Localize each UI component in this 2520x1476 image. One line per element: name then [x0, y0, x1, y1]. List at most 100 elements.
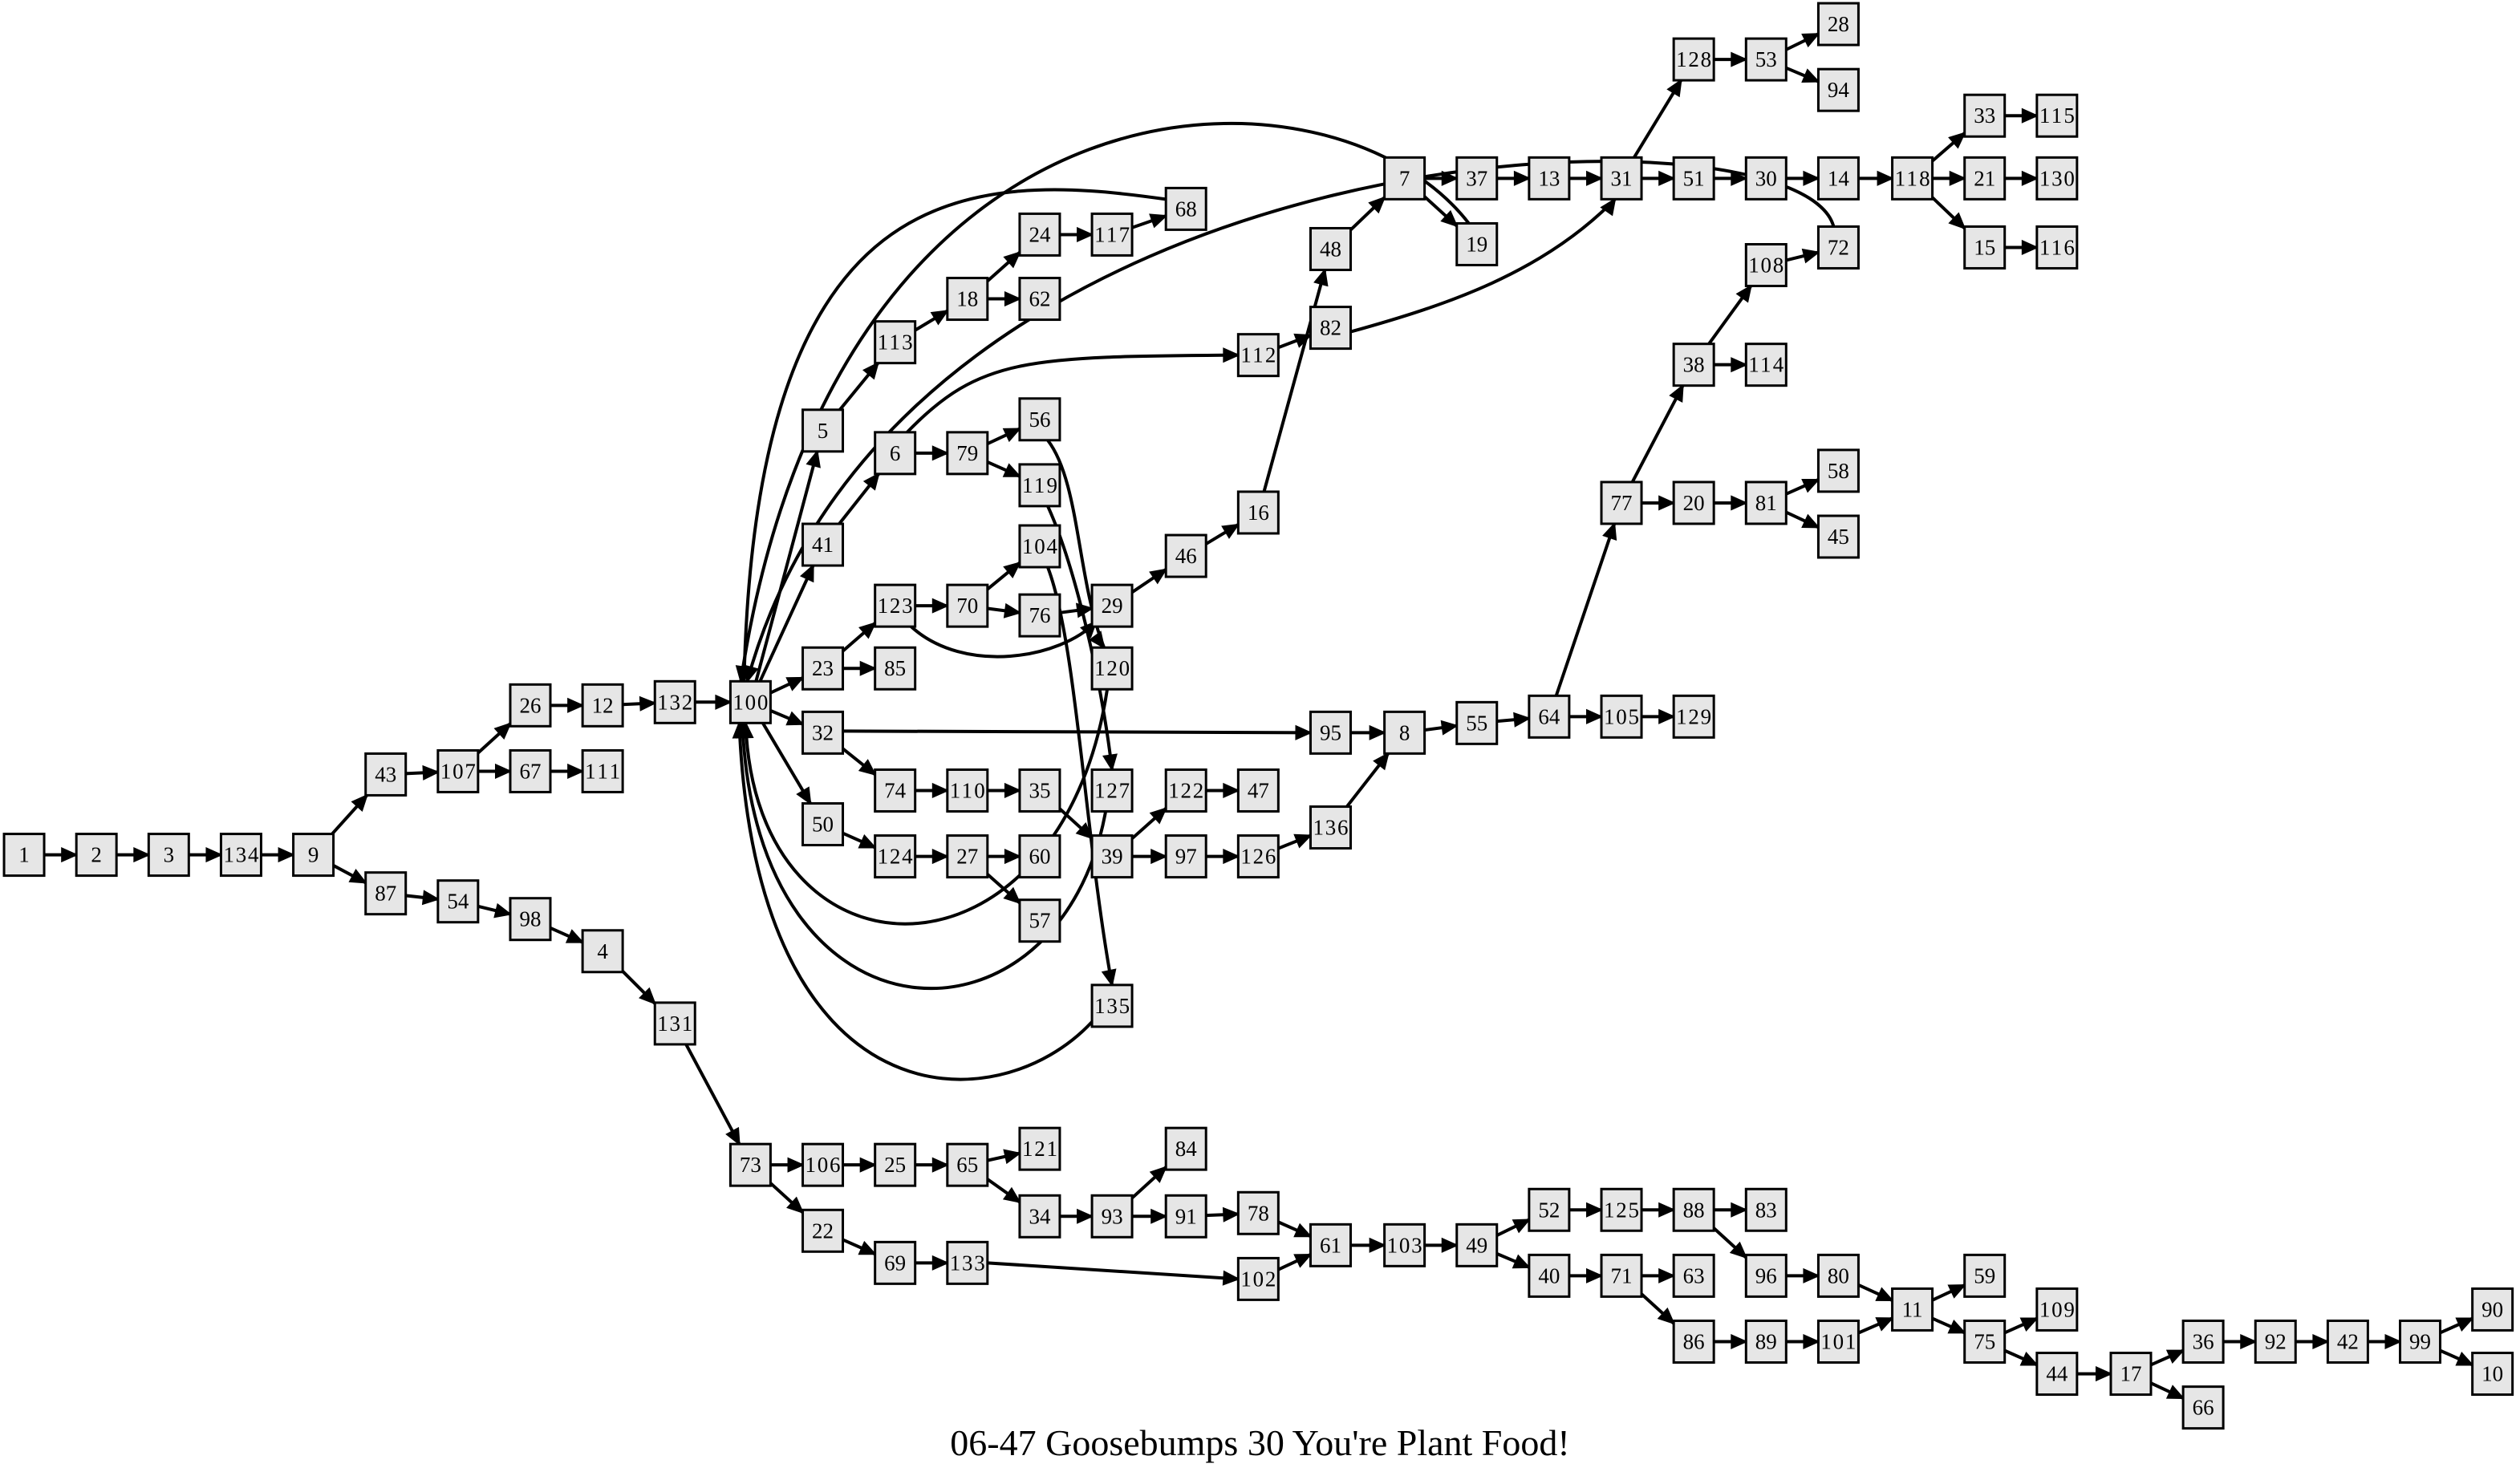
- node-35[interactable]: 35: [1018, 768, 1061, 813]
- node-88[interactable]: 88: [1672, 1187, 1715, 1232]
- node-41[interactable]: 41: [801, 522, 845, 567]
- node-105[interactable]: 105: [1600, 694, 1643, 739]
- node-83[interactable]: 83: [1744, 1187, 1788, 1232]
- node-53[interactable]: 53: [1744, 37, 1788, 82]
- node-19[interactable]: 19: [1455, 221, 1499, 266]
- node-60[interactable]: 60: [1018, 834, 1061, 879]
- node-103[interactable]: 103: [1383, 1223, 1426, 1267]
- node-115[interactable]: 115: [2035, 93, 2079, 138]
- node-87[interactable]: 87: [364, 871, 408, 916]
- node-10[interactable]: 10: [2471, 1352, 2514, 1397]
- node-97[interactable]: 97: [1164, 834, 1207, 879]
- node-16[interactable]: 16: [1236, 490, 1280, 535]
- node-7[interactable]: 7: [1383, 156, 1426, 201]
- node-77[interactable]: 77: [1600, 481, 1643, 525]
- node-45[interactable]: 45: [1816, 514, 1860, 559]
- node-76[interactable]: 76: [1018, 593, 1061, 638]
- node-15[interactable]: 15: [1963, 225, 2007, 270]
- node-62[interactable]: 62: [1018, 277, 1061, 322]
- node-93[interactable]: 93: [1090, 1194, 1134, 1239]
- node-90[interactable]: 90: [2471, 1287, 2514, 1332]
- node-50[interactable]: 50: [801, 802, 845, 847]
- node-52[interactable]: 52: [1528, 1187, 1571, 1232]
- node-100[interactable]: 100: [728, 679, 772, 724]
- node-58[interactable]: 58: [1816, 448, 1860, 493]
- node-48[interactable]: 48: [1309, 226, 1352, 271]
- node-125[interactable]: 125: [1600, 1187, 1643, 1232]
- node-42[interactable]: 42: [2326, 1320, 2369, 1364]
- node-40[interactable]: 40: [1528, 1253, 1571, 1298]
- node-120[interactable]: 120: [1090, 646, 1134, 691]
- node-26[interactable]: 26: [509, 683, 552, 728]
- node-13[interactable]: 13: [1528, 156, 1571, 201]
- node-110[interactable]: 110: [946, 768, 989, 813]
- node-73[interactable]: 73: [728, 1142, 772, 1187]
- node-3[interactable]: 3: [147, 833, 190, 878]
- node-113[interactable]: 113: [874, 320, 917, 365]
- node-123[interactable]: 123: [874, 583, 917, 628]
- node-23[interactable]: 23: [801, 646, 845, 691]
- node-111[interactable]: 111: [581, 748, 624, 793]
- node-122[interactable]: 122: [1164, 768, 1207, 813]
- node-71[interactable]: 71: [1600, 1253, 1643, 1298]
- node-99[interactable]: 99: [2399, 1320, 2442, 1364]
- node-28[interactable]: 28: [1816, 2, 1860, 47]
- node-51[interactable]: 51: [1672, 156, 1715, 201]
- node-6[interactable]: 6: [874, 431, 917, 476]
- node-55[interactable]: 55: [1455, 700, 1499, 745]
- node-135[interactable]: 135: [1090, 983, 1134, 1028]
- node-89[interactable]: 89: [1744, 1320, 1788, 1364]
- node-72[interactable]: 72: [1816, 225, 1860, 270]
- node-1[interactable]: 1: [2, 833, 46, 878]
- node-70[interactable]: 70: [946, 583, 989, 628]
- node-64[interactable]: 64: [1528, 694, 1571, 739]
- node-130[interactable]: 130: [2035, 156, 2079, 201]
- node-75[interactable]: 75: [1963, 1320, 2007, 1364]
- node-67[interactable]: 67: [509, 748, 552, 793]
- node-21[interactable]: 21: [1963, 156, 2007, 201]
- node-69[interactable]: 69: [874, 1240, 917, 1285]
- node-54[interactable]: 54: [436, 879, 480, 924]
- node-56[interactable]: 56: [1018, 397, 1061, 442]
- node-43[interactable]: 43: [364, 752, 408, 797]
- node-74[interactable]: 74: [874, 768, 917, 813]
- node-96[interactable]: 96: [1744, 1253, 1788, 1298]
- node-79[interactable]: 79: [946, 431, 989, 476]
- node-112[interactable]: 112: [1236, 333, 1280, 378]
- node-32[interactable]: 32: [801, 710, 845, 755]
- node-33[interactable]: 33: [1963, 93, 2007, 138]
- node-24[interactable]: 24: [1018, 212, 1061, 257]
- node-27[interactable]: 27: [946, 834, 989, 879]
- node-66[interactable]: 66: [2181, 1385, 2225, 1430]
- node-104[interactable]: 104: [1018, 524, 1061, 569]
- node-98[interactable]: 98: [509, 897, 552, 942]
- node-86[interactable]: 86: [1672, 1320, 1715, 1364]
- node-2[interactable]: 2: [75, 833, 118, 878]
- node-63[interactable]: 63: [1672, 1253, 1715, 1298]
- node-109[interactable]: 109: [2035, 1287, 2079, 1332]
- node-61[interactable]: 61: [1309, 1223, 1352, 1267]
- node-134[interactable]: 134: [219, 833, 262, 878]
- node-95[interactable]: 95: [1309, 710, 1352, 755]
- node-114[interactable]: 114: [1744, 343, 1788, 387]
- node-30[interactable]: 30: [1744, 156, 1788, 201]
- node-8[interactable]: 8: [1383, 710, 1426, 755]
- node-38[interactable]: 38: [1672, 343, 1715, 387]
- node-9[interactable]: 9: [292, 833, 335, 878]
- node-131[interactable]: 131: [653, 1001, 696, 1046]
- node-57[interactable]: 57: [1018, 898, 1061, 943]
- node-37[interactable]: 37: [1455, 156, 1499, 201]
- node-91[interactable]: 91: [1164, 1194, 1207, 1239]
- node-65[interactable]: 65: [946, 1142, 989, 1187]
- node-81[interactable]: 81: [1744, 481, 1788, 525]
- node-14[interactable]: 14: [1816, 156, 1860, 201]
- node-22[interactable]: 22: [801, 1208, 845, 1253]
- node-118[interactable]: 118: [1891, 156, 1934, 201]
- node-128[interactable]: 128: [1672, 37, 1715, 82]
- node-44[interactable]: 44: [2035, 1352, 2079, 1397]
- node-121[interactable]: 121: [1018, 1126, 1061, 1171]
- node-133[interactable]: 133: [946, 1240, 989, 1285]
- node-85[interactable]: 85: [874, 646, 917, 691]
- node-78[interactable]: 78: [1236, 1190, 1280, 1235]
- node-136[interactable]: 136: [1309, 805, 1352, 850]
